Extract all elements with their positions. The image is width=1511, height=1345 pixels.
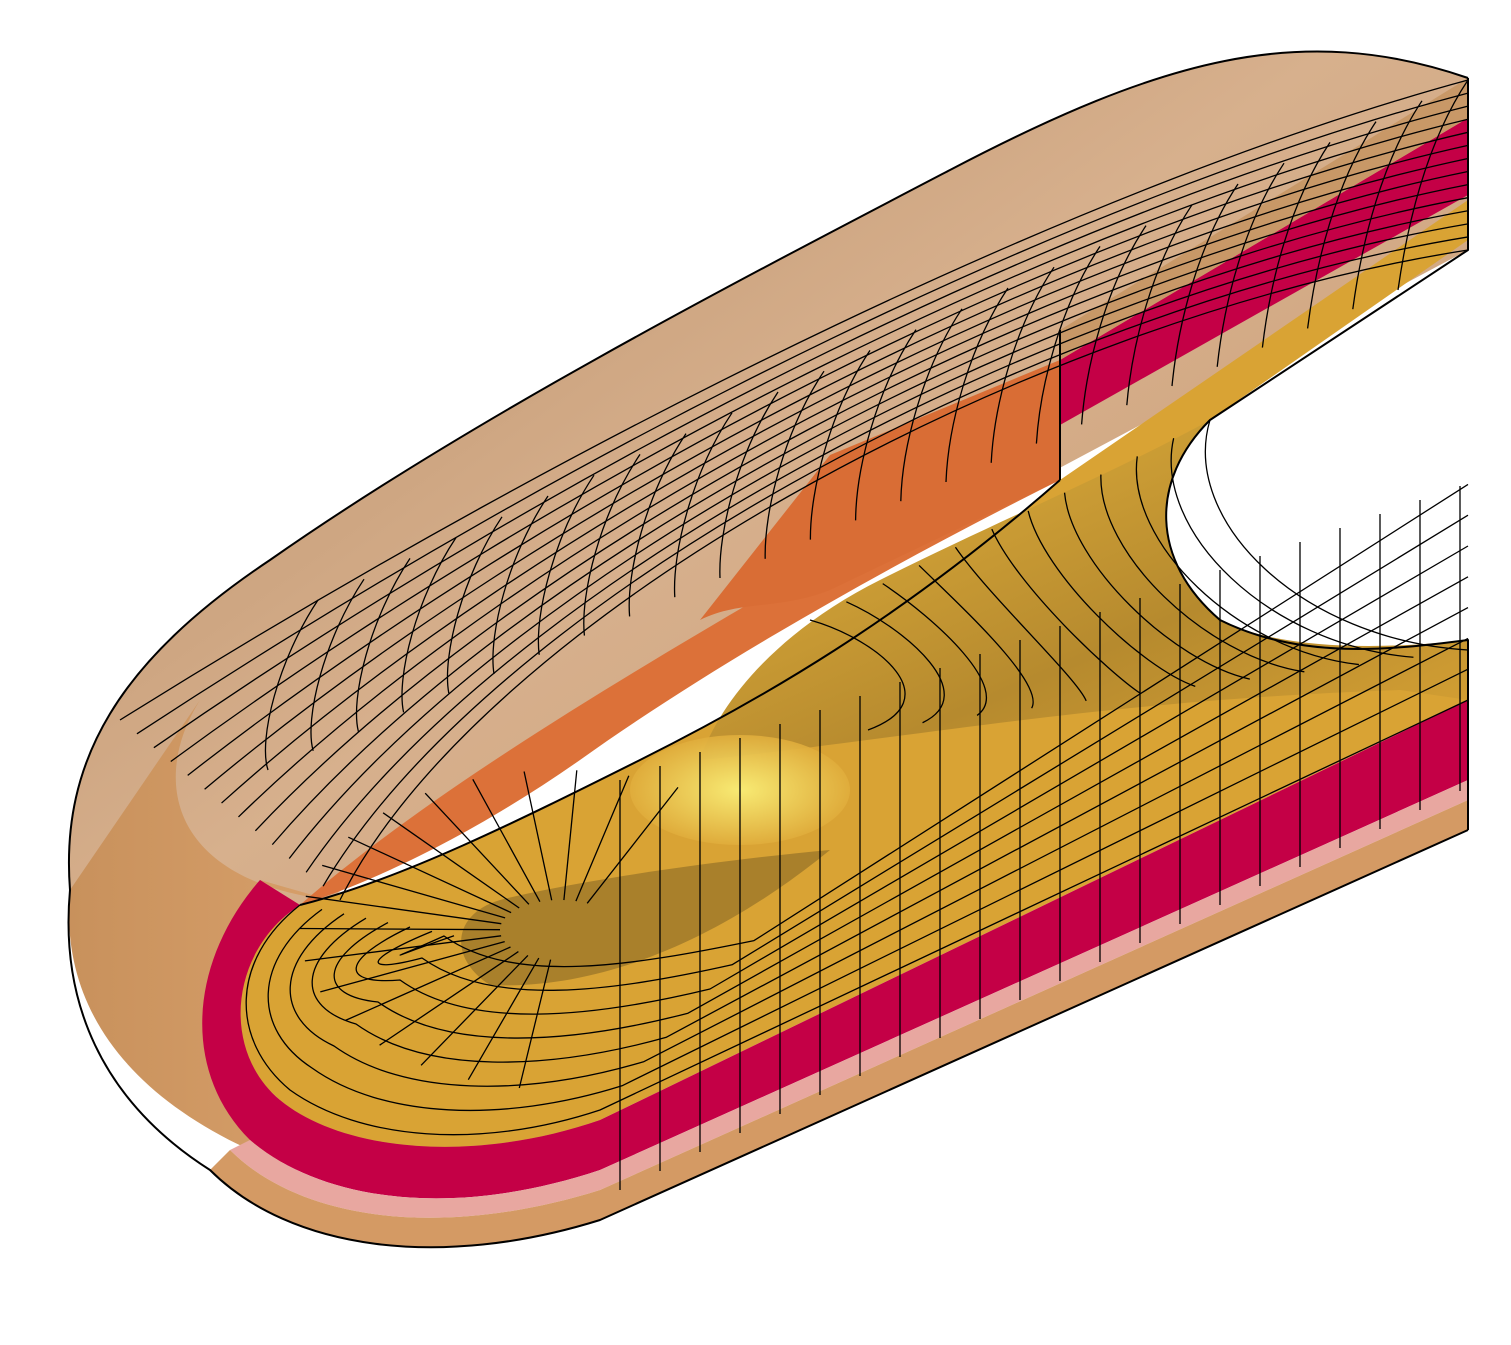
mesh-line-longitudinal (254, 183, 1469, 832)
mesh-line-radial (348, 836, 512, 914)
mesh-line-saddle (1027, 510, 1196, 687)
mesh-line-radial (379, 951, 519, 1046)
mesh-line-transverse (1397, 79, 1469, 291)
mesh-line-longitudinal (322, 236, 1469, 887)
mesh-line-transverse (1261, 142, 1331, 348)
mesh-line-longitudinal (238, 170, 1469, 818)
mesh-line-saddle (918, 564, 1034, 709)
mesh-grid-lines (119, 79, 1469, 1190)
mesh-line-transverse (900, 308, 963, 502)
mesh-line-transverse (1306, 121, 1377, 329)
mesh-line-longitudinal (339, 249, 1469, 901)
mesh-line-transverse (764, 370, 825, 559)
mesh-line-transverse (1126, 204, 1193, 406)
mesh-line-radial (382, 812, 520, 909)
mesh-line-transverse (945, 287, 1009, 483)
mesh-line-radial (467, 957, 540, 1081)
mesh-line-saddle (846, 601, 945, 724)
mesh-line-radial (305, 895, 502, 925)
mesh-line-ring (289, 637, 1469, 1087)
mesh-line-transverse (990, 266, 1055, 463)
mesh-line-radial (424, 792, 530, 905)
mesh-line-saddle (882, 583, 987, 716)
mesh-line-transverse (809, 350, 871, 540)
mesh-line-longitudinal (305, 223, 1469, 873)
mesh-line-transverse (583, 454, 641, 636)
mesh-line-longitudinal (153, 105, 1469, 749)
inner-core-pocket (461, 850, 830, 986)
mesh-line-saddle (1135, 456, 1359, 666)
inner-core-channel (700, 420, 1468, 760)
mesh-line-radial (586, 786, 679, 904)
mesh-line-radial (304, 935, 502, 962)
mesh-line-ring (267, 668, 1469, 1112)
mesh-line-ring (399, 483, 1469, 968)
mesh-line-transverse (1080, 225, 1147, 425)
middle-layer-u (202, 700, 1469, 1199)
mesh-line-longitudinal (187, 131, 1469, 776)
mesh-line-radial (320, 940, 505, 993)
mesh-line-longitudinal (136, 92, 1469, 735)
mesh-line-longitudinal (119, 79, 1469, 721)
mesh-line-transverse (401, 537, 457, 713)
mesh-line-radial (575, 775, 630, 902)
mesh-line-saddle (809, 619, 906, 731)
mesh-line-ring (377, 514, 1469, 991)
cut-face-orange-upper (700, 360, 1060, 620)
mesh-line-saddle (991, 528, 1142, 695)
mesh-line-transverse (264, 599, 319, 771)
cut-face-orange (300, 360, 1060, 905)
mesh-line-saddle (1063, 492, 1250, 680)
mesh-line-ring (311, 607, 1469, 1063)
mesh-line-transverse (355, 558, 411, 732)
outline-right (1165, 78, 1469, 830)
mesh-line-radial (518, 959, 552, 1089)
mesh-line-longitudinal (204, 144, 1469, 790)
mesh-line-radial (472, 778, 541, 903)
mesh-line-saddle (1204, 419, 1469, 651)
mesh-line-radial (345, 946, 511, 1021)
mesh-line-radial (322, 864, 506, 919)
mesh-line-ring (355, 545, 1469, 1015)
mesh-line-longitudinal (288, 210, 1469, 859)
mesh-line-longitudinal (221, 157, 1469, 804)
mesh-line-ring (245, 699, 1469, 1136)
mesh-line-radial (299, 927, 501, 931)
mesh-line-transverse (537, 474, 595, 655)
mesh-line-transverse (628, 433, 687, 617)
mesh-line-ring (333, 576, 1469, 1039)
mesh-line-transverse (673, 412, 733, 598)
outline-inner (299, 330, 1061, 906)
mesh-line-transverse (1171, 183, 1239, 387)
mesh-line-radial (523, 771, 553, 901)
outer-shell-top-edge (1060, 78, 1468, 360)
mesh-line-transverse (310, 578, 365, 751)
mesh-line-saddle (954, 546, 1087, 702)
mesh-line-transverse (1352, 100, 1423, 310)
mesh-line-transverse (1035, 246, 1101, 444)
mesh-line-transverse (1216, 162, 1285, 367)
mesh-line-saddle (1100, 474, 1305, 673)
mesh-line-transverse (719, 391, 779, 579)
mesh-line-transverse (446, 516, 503, 694)
mesh-line-longitudinal (271, 197, 1469, 846)
mesh-line-longitudinal (170, 118, 1469, 763)
mesh-line-transverse (854, 329, 917, 521)
outline (67, 50, 1469, 1249)
mesh-line-radial (420, 954, 529, 1066)
mesh-line-transverse (492, 495, 549, 675)
